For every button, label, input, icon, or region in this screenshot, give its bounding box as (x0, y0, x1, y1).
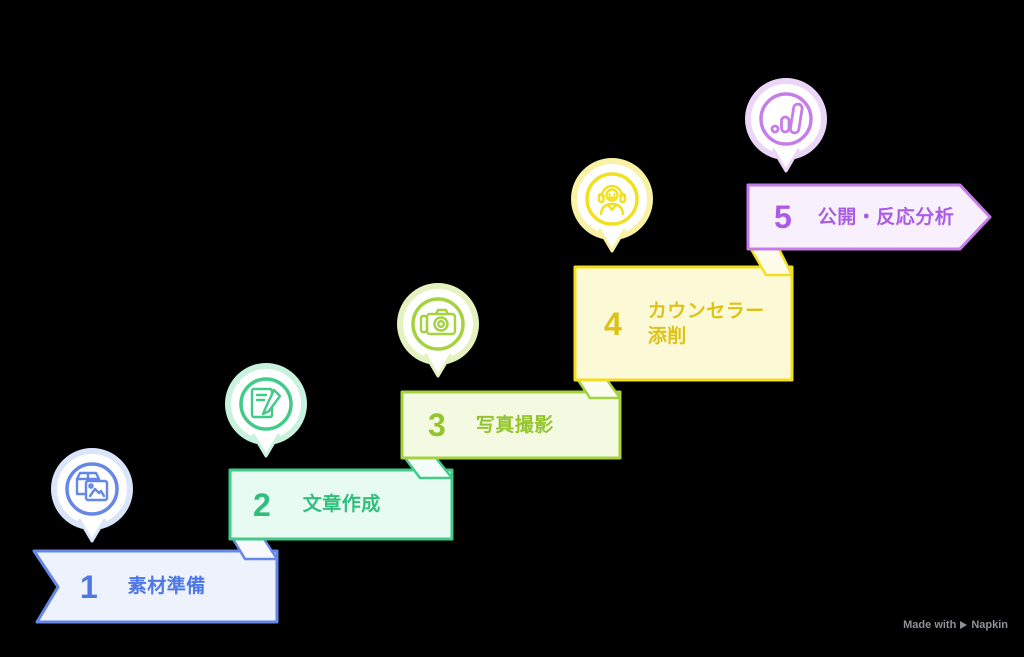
bubble-inner-circle (759, 92, 813, 146)
analytics-icon (770, 102, 804, 135)
napkin-logo-icon (960, 621, 968, 629)
counselor-icon (597, 184, 627, 216)
step-bubble-3 (397, 283, 479, 378)
watermark-brand: Napkin (971, 619, 1008, 631)
bubble-tail (77, 518, 107, 543)
step-banner-5 (746, 183, 992, 251)
bubble-tail (771, 148, 801, 173)
step-banner-1 (32, 549, 279, 624)
document-edit-icon (250, 387, 282, 419)
watermark-prefix: Made with (903, 619, 957, 631)
made-with-napkin-watermark: Made with Napkin (903, 619, 1008, 631)
step-banner-2 (228, 468, 454, 541)
bubble-tail (251, 433, 281, 458)
step-banner-3 (400, 390, 622, 460)
step-bubble-1 (51, 448, 133, 543)
assets-images-icon (75, 471, 109, 502)
step-bubble-5 (745, 78, 827, 173)
step-bubble-4 (571, 158, 653, 253)
step-bubble-2 (225, 363, 307, 458)
bubble-tail (423, 353, 453, 378)
bubble-tail (597, 228, 627, 253)
step-banner-4 (573, 265, 794, 382)
bubble-inner-circle (239, 377, 293, 431)
camera-icon (419, 308, 457, 336)
